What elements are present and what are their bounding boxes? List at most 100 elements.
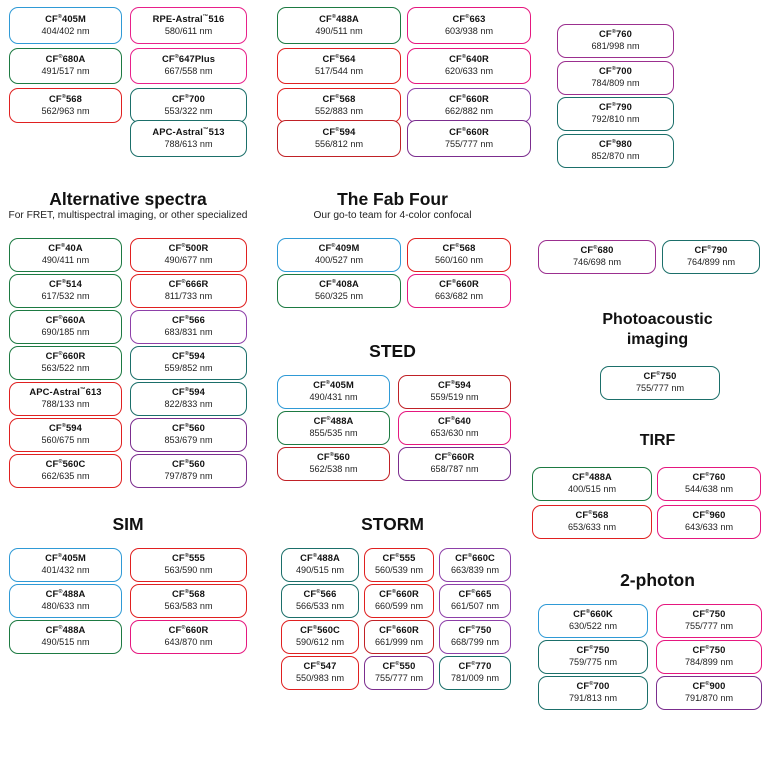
dye-name: CF®405M — [313, 380, 354, 391]
dye-name: CF®488A — [300, 553, 340, 564]
dye-name: CF®660K — [573, 609, 613, 620]
dye-name-number: 750 — [709, 644, 726, 656]
dye-name: CF®790 — [599, 102, 632, 113]
dye-name-number: 660R — [185, 624, 209, 636]
dye-name-base: CF — [455, 552, 468, 564]
dye-name: CF®660R — [449, 93, 489, 105]
dye-spectra: 667/558 nm — [164, 66, 213, 77]
dye-name-base: CF — [49, 92, 62, 104]
dye-name: CF®560C — [300, 625, 340, 636]
dye-name-base: CF — [49, 422, 62, 434]
dye-name-base: CF — [45, 624, 59, 636]
dye-name: CF®660R — [46, 351, 86, 362]
dye-name-number: 750 — [660, 370, 677, 382]
dye-name-number: 980 — [615, 138, 632, 150]
section-title-the-fab-four: The Fab Four — [337, 189, 448, 209]
trademark-icon: ® — [335, 126, 340, 133]
dye-name: CF®594 — [172, 387, 205, 398]
dye-name-base: CF — [45, 552, 58, 564]
dye-spectra: 661/999 nm — [374, 637, 424, 648]
dye-name-number: 547 — [320, 660, 337, 672]
dye-spectra: 560/539 nm — [374, 565, 424, 576]
dye-name-base: CF — [172, 314, 185, 326]
dye-spectra: 660/599 nm — [374, 601, 424, 612]
